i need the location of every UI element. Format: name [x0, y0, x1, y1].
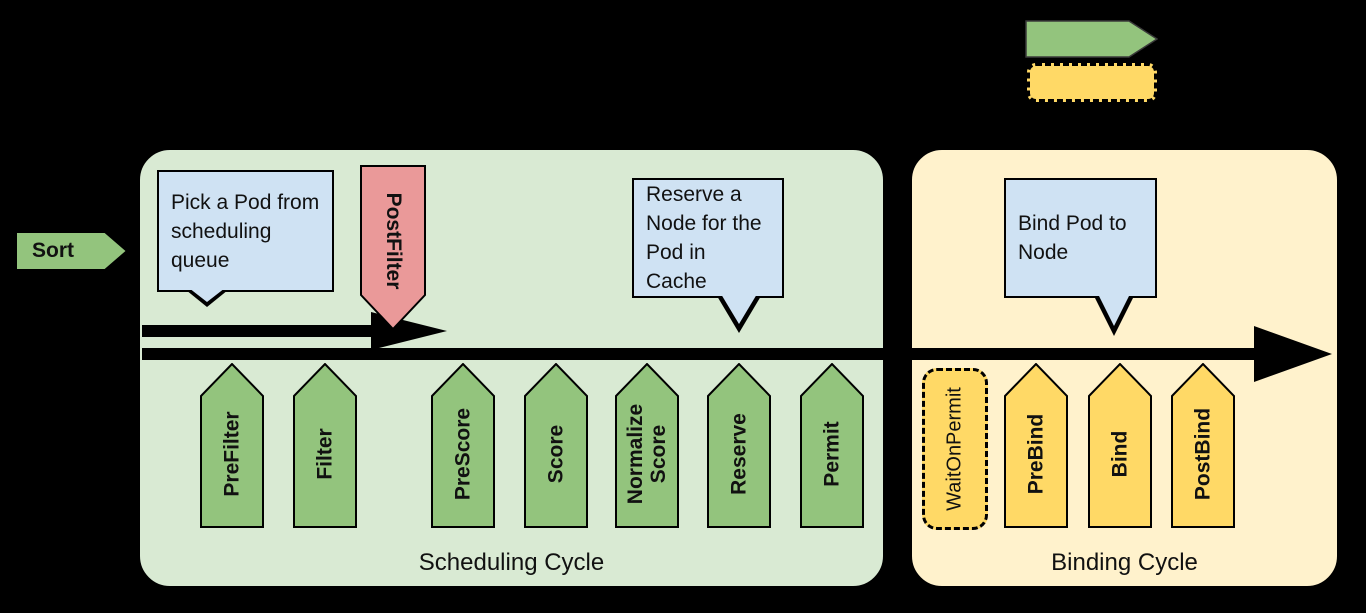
- up-arrow-icon: [524, 363, 588, 528]
- callout-reserve-node: Reserve a Node for the Pod in Cache: [632, 178, 784, 298]
- extension-point-postbind: PostBind: [1171, 363, 1235, 528]
- reserve-label: Reserve: [727, 412, 751, 495]
- main-flow-arrowhead-icon: [1254, 326, 1332, 382]
- filter-label: Filter: [313, 428, 337, 480]
- postfilter-extension-point: PostFilter: [360, 165, 426, 330]
- extension-point-prefilter: PreFilter: [200, 363, 264, 528]
- extension-point-waitonpermit: WaitOnPermit: [922, 368, 988, 530]
- up-arrow-icon: [1088, 363, 1152, 528]
- up-arrow-icon: [293, 363, 357, 528]
- up-arrow-icon: [615, 363, 679, 528]
- callout-pick-pod-text: Pick a Pod from scheduling queue: [171, 190, 320, 272]
- score-label: Score: [544, 424, 568, 483]
- callout-bind-pod-text: Bind Pod to Node: [1018, 212, 1127, 264]
- permit-label: Permit: [820, 421, 844, 487]
- up-arrow-icon: [1171, 363, 1235, 528]
- extension-point-score: Score: [524, 363, 588, 528]
- main-flow-line: [142, 348, 1254, 360]
- postfilter-label: PostFilter: [382, 192, 405, 290]
- legend-wait-shape-icon: [1027, 63, 1157, 102]
- bind-label: Bind: [1108, 430, 1132, 478]
- extension-point-prescore: PreScore: [431, 363, 495, 528]
- scheduling-flow-line: [142, 325, 371, 337]
- callout-reserve-node-tail-fill: [721, 294, 757, 324]
- normalize-score-label: Normalize Score: [624, 403, 670, 504]
- prebind-label: PreBind: [1024, 413, 1048, 495]
- callout-bind-pod: Bind Pod to Node: [1004, 178, 1157, 298]
- extension-point-prebind: PreBind: [1004, 363, 1068, 528]
- postfilter-arrow-icon: [360, 165, 426, 330]
- callout-pick-pod-tail-fill: [189, 288, 225, 302]
- extension-point-filter: Filter: [293, 363, 357, 528]
- up-arrow-icon: [800, 363, 864, 528]
- sort-extension-point: Sort: [15, 231, 129, 271]
- extension-point-normalize-score: Normalize Score: [615, 363, 679, 528]
- waitonpermit-label: WaitOnPermit: [943, 387, 966, 511]
- callout-reserve-node-text: Reserve a Node for the Pod in Cache: [646, 183, 762, 293]
- up-arrow-icon: [431, 363, 495, 528]
- binding-cycle-label: Binding Cycle: [1051, 549, 1198, 576]
- extension-point-bind: Bind: [1088, 363, 1152, 528]
- sort-label: Sort: [32, 239, 74, 262]
- scheduling-cycle-label: Scheduling Cycle: [418, 549, 605, 576]
- extension-point-permit: Permit: [800, 363, 864, 528]
- sort-arrow-icon: [15, 231, 129, 271]
- prefilter-label: PreFilter: [220, 411, 244, 497]
- up-arrow-icon: [1004, 363, 1068, 528]
- postbind-label: PostBind: [1191, 407, 1215, 500]
- callout-bind-pod-tail-fill: [1098, 294, 1130, 326]
- up-arrow-icon: [707, 363, 771, 528]
- up-arrow-icon: [200, 363, 264, 528]
- legend-extension-point-arrow-icon: [1025, 20, 1158, 58]
- callout-pick-pod: Pick a Pod from scheduling queue: [157, 170, 334, 292]
- extension-point-reserve: Reserve: [707, 363, 771, 528]
- prescore-label: PreScore: [451, 407, 475, 500]
